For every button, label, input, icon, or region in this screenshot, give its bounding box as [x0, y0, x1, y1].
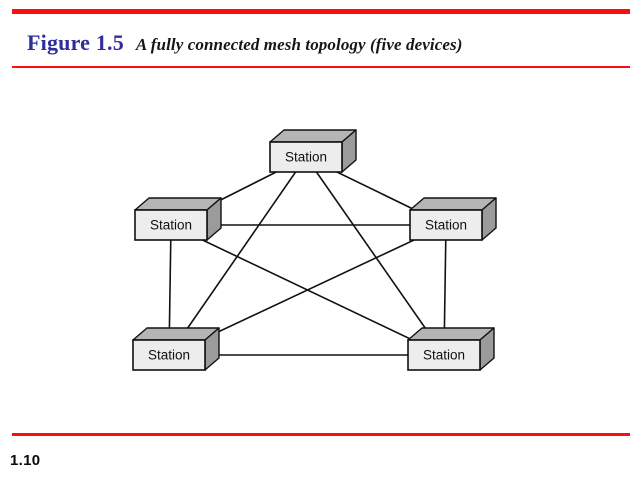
title-divider-rule	[12, 66, 630, 68]
station-label: Station	[423, 348, 465, 363]
station-label: Station	[148, 348, 190, 363]
station-label: Station	[285, 150, 327, 165]
figure-caption-text: A fully connected mesh topology (five de…	[135, 35, 463, 54]
topology-link-top-to-bottom-right	[305, 156, 445, 356]
station-label: Station	[425, 218, 467, 233]
station-node-middle-right[interactable]: Station	[409, 197, 497, 241]
station-box-front-face	[134, 209, 208, 241]
figure-number-label: Figure 1.5	[27, 30, 124, 55]
station-box-front-face	[409, 209, 483, 241]
top-accent-rule	[12, 9, 630, 14]
topology-links-layer	[168, 156, 447, 356]
station-box-front-face	[407, 339, 481, 371]
station-box-front-face	[132, 339, 206, 371]
station-box-front-face	[269, 141, 343, 173]
station-node-bottom-left[interactable]: Station	[132, 327, 220, 371]
station-label: Station	[150, 218, 192, 233]
station-node-middle-left[interactable]: Station	[134, 197, 222, 241]
station-node-top[interactable]: Station	[269, 129, 357, 173]
bottom-accent-rule	[12, 433, 630, 436]
station-node-bottom-right[interactable]: Station	[407, 327, 495, 371]
figure-title: Figure 1.5 A fully connected mesh topolo…	[27, 30, 463, 58]
page-number: 1.10	[10, 452, 41, 469]
